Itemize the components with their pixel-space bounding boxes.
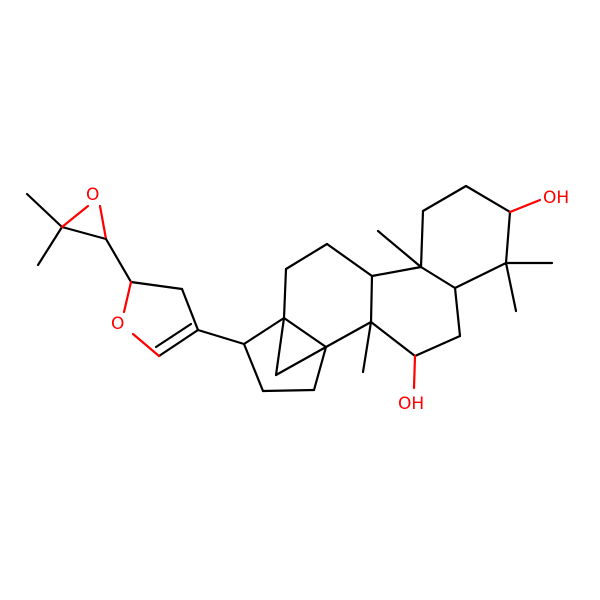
bond: [131, 332, 161, 358]
bond: [98, 204, 108, 241]
bond: [361, 320, 373, 374]
bond: [274, 345, 328, 377]
bond: [282, 267, 288, 320]
bond: [413, 334, 462, 358]
bond: [312, 345, 328, 392]
bond: [504, 210, 512, 265]
dihydrofuran-ring: O: [104, 237, 200, 358]
bond: [419, 209, 425, 269]
bond: [324, 320, 373, 349]
bond: [157, 328, 200, 358]
ring-c: [282, 242, 374, 349]
bond: [453, 286, 462, 338]
bond: [242, 342, 265, 393]
bond: [369, 274, 374, 324]
bond: [104, 237, 133, 284]
epoxide-oxygen-label: O: [86, 185, 99, 205]
epoxide-group: O: [25, 185, 108, 267]
bond: [60, 225, 108, 241]
bond: [376, 229, 423, 269]
bond: [412, 354, 417, 390]
bond: [284, 242, 329, 271]
bond: [274, 316, 286, 377]
bottom-hydroxyl-label: OH: [398, 394, 424, 414]
bond: [504, 261, 518, 313]
bond: [180, 287, 200, 332]
cyclopentane-ring: [242, 316, 328, 393]
right-hydroxyl-label: OH: [543, 188, 569, 208]
ring-a: [419, 184, 512, 290]
bond: [242, 316, 286, 346]
bond: [60, 204, 90, 229]
ring-oxygen-label: O: [111, 314, 124, 334]
bond: [464, 184, 512, 214]
ring-b: [369, 265, 462, 358]
bond: [36, 225, 64, 267]
bond: [421, 184, 468, 213]
bond: [196, 328, 246, 346]
bond: [25, 192, 64, 229]
bond: [508, 198, 542, 214]
bond: [419, 265, 457, 290]
bond: [369, 320, 417, 358]
bond: [261, 388, 316, 393]
bond: [325, 242, 374, 278]
bond: [129, 280, 184, 291]
bond: [370, 265, 423, 278]
bond: [453, 261, 508, 290]
bond: [154, 322, 193, 349]
bond: [282, 316, 328, 349]
bond: [122, 280, 133, 314]
